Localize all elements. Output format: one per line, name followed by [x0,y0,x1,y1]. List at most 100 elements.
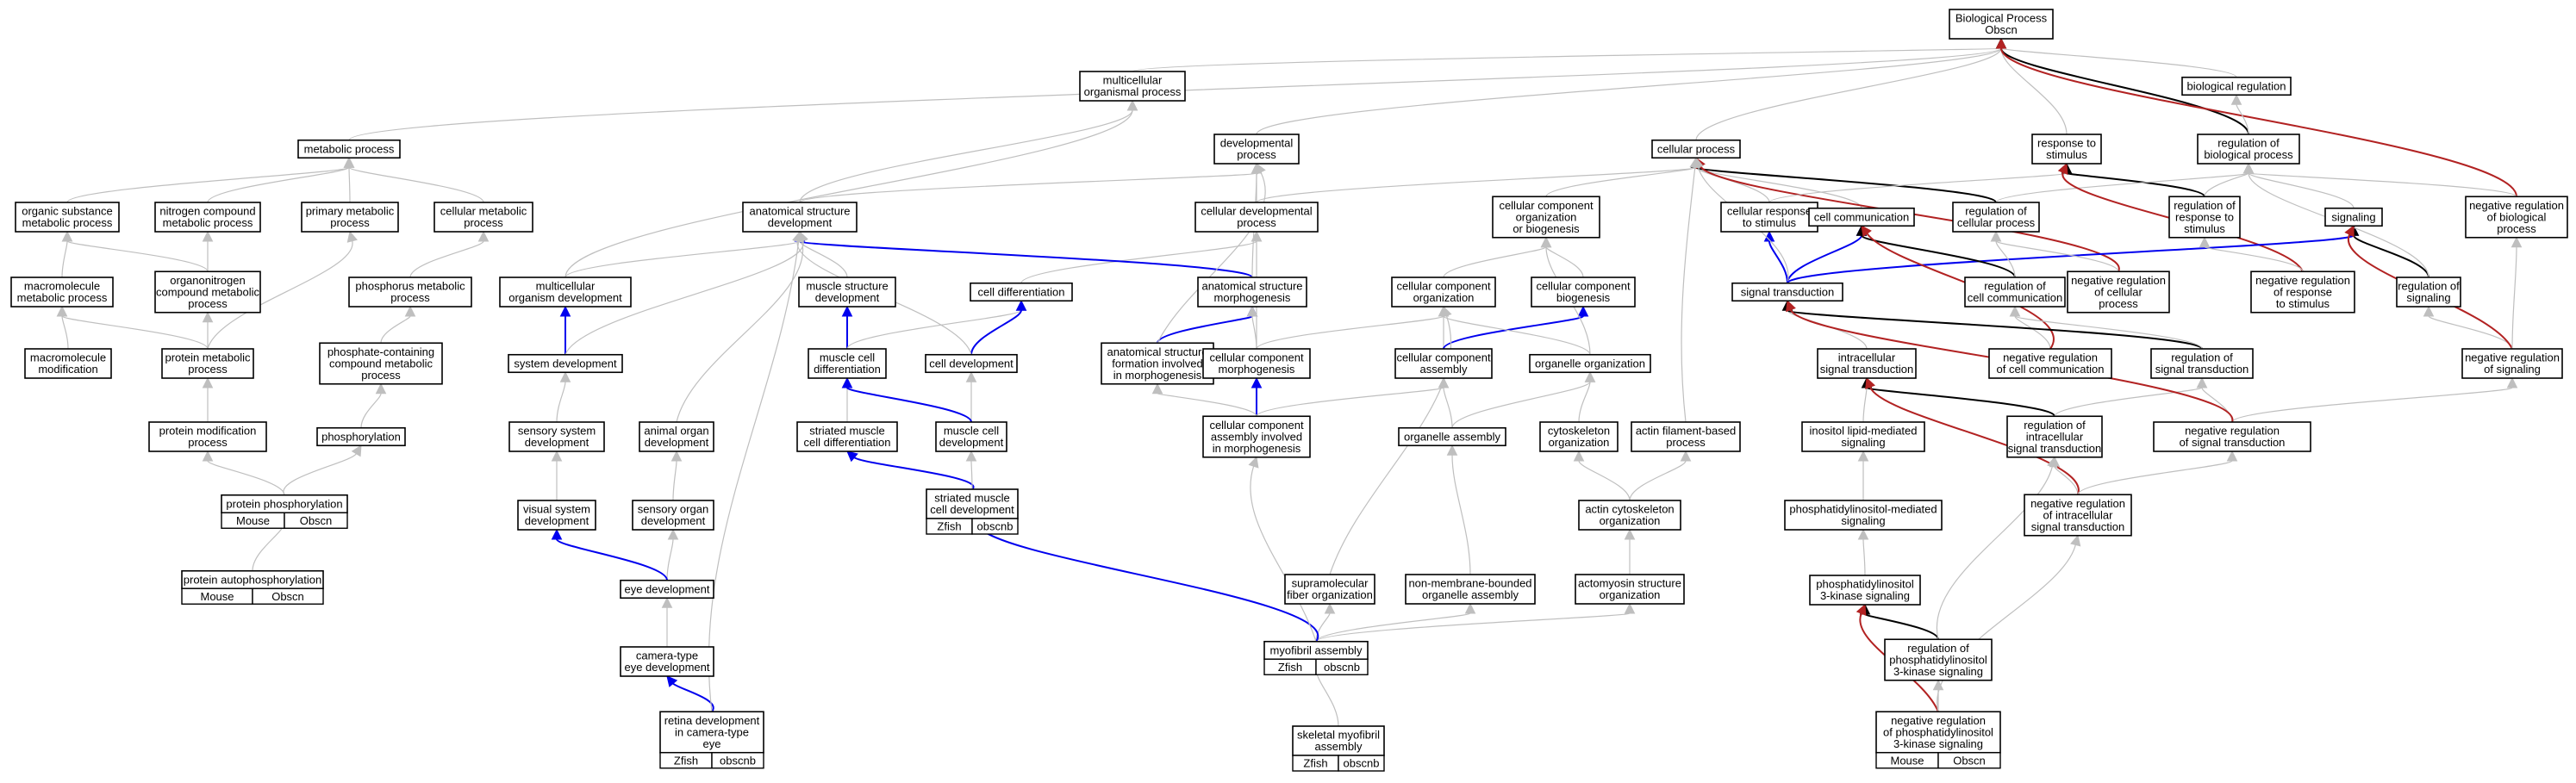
edge-line [207,460,285,495]
edge-arrowhead [375,382,387,395]
node-label-line: process [330,216,370,229]
node-label-line: intracellular [1838,351,1896,364]
edge-line [61,315,209,350]
edge-line [2054,387,2203,417]
go-term-node-regpi3k[interactable]: regulation ofphosphatidylinositol3-kinas… [1884,638,1993,681]
go-term-node-cellp[interactable]: cellular process [1651,139,1741,159]
graph-edge [846,451,975,490]
edge-arrowhead [551,528,563,540]
go-term-node-eyed[interactable]: eye development [620,579,714,600]
go-term-node-cdiff[interactable]: cell differentiation [970,282,1073,302]
go-term-node-orgo[interactable]: organelle organization [1529,353,1651,374]
graph-edge [1624,528,1636,575]
go-term-node-sysd[interactable]: system development [508,353,623,374]
edge-arrowhead [1540,236,1552,248]
edge-line [1157,171,1266,344]
node-label-line: process [188,363,228,376]
go-term-node-metp[interactable]: metabolic process [297,139,401,159]
go-term-node-celld[interactable]: cell development [925,353,1018,374]
go-term-node-breg[interactable]: biological regulation [2181,76,2292,96]
go-term-node-ccomm[interactable]: cell communication [1808,207,1915,227]
go-term-node-sig[interactable]: signaling [2324,207,2383,227]
go-term-node-st[interactable]: signal transduction [1731,282,1843,302]
edge-arrowhead [202,311,214,323]
graph-edge [2054,376,2208,417]
go-term-node-phos[interactable]: phosphorylation [316,426,406,447]
node-box [2250,270,2355,314]
node-label-line: of signal transduction [2180,436,2286,449]
edge-line [564,240,801,278]
graph-edge [202,230,214,272]
go-term-node-orga[interactable]: organelle assembly [1398,426,1506,447]
edge-arrowhead [477,230,490,242]
